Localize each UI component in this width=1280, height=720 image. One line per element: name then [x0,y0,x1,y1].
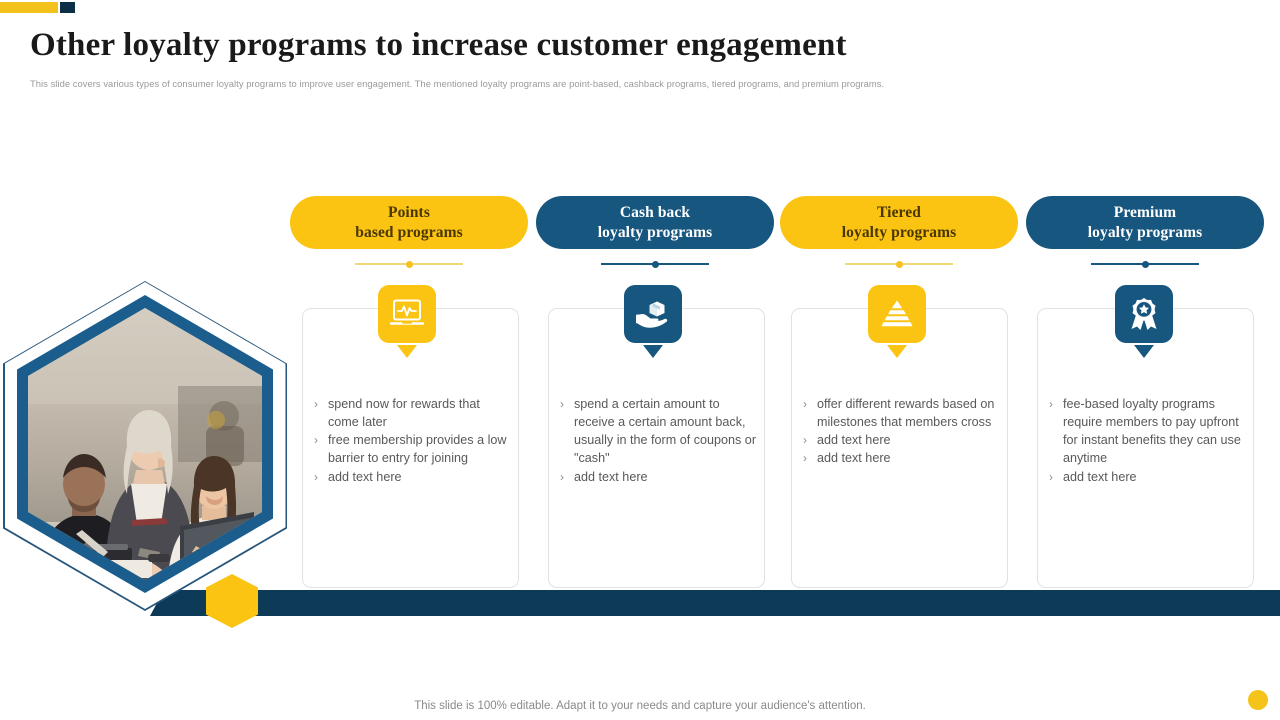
column-cash-back: Cash back loyalty programs [536,196,774,269]
divider-dot [1141,260,1149,268]
list-item: › add text here [314,468,514,486]
corner-yellow-dot [1248,690,1268,710]
list-item-text: fee-based loyalty programs require membe… [1063,397,1241,466]
list-item-text: offer different rewards based on milesto… [817,397,995,430]
column-title-line1-3: Tiered [877,203,921,221]
column-title-line2-3: loyalty programs [841,223,957,241]
column-divider-4 [1026,259,1264,269]
list-item: › spend now for rewards that come later [314,395,514,431]
column-header-pill-2[interactable]: Cash back loyalty programs [536,196,774,249]
list-item-text: spend a certain amount to receive a cert… [574,397,757,466]
list-item-text: add text here [574,469,648,484]
list-item-text: add text here [328,469,402,484]
divider-dot [405,260,413,268]
column-premium: Premium loyalty programs [1026,196,1264,269]
list-item-text: add text here [1063,469,1137,484]
column-title-line2-2: loyalty programs [597,223,713,241]
column-header-pill-4[interactable]: Premium loyalty programs [1026,196,1264,249]
laptop-pulse-icon [378,285,436,343]
column-title-line2-4: loyalty programs [1087,223,1203,241]
chevron-right-icon: › [1049,397,1053,411]
chevron-right-icon: › [314,397,318,411]
chevron-right-icon: › [803,451,807,466]
list-item: › add text here [803,431,1003,449]
award-ribbon-icon [1115,285,1173,343]
column-points-based: Points based programs [290,196,528,269]
footer-note: This slide is 100% editable. Adapt it to… [414,700,866,712]
caret-down-icon-4 [1134,345,1154,358]
column-tiered: Tiered loyalty programs [780,196,1018,269]
column-header-pill-3[interactable]: Tiered loyalty programs [780,196,1018,249]
caret-down-icon-1 [397,345,417,358]
list-item-text: add text here [817,451,891,466]
divider-dot [651,260,659,268]
list-item-text: free membership provides a low barrier t… [328,433,507,466]
chevron-right-icon: › [560,469,564,484]
column-divider-2 [536,259,774,269]
list-item: › spend a certain amount to receive a cer… [560,395,760,468]
accent-navy-square [60,2,75,13]
caret-down-icon-2 [643,345,663,358]
page-title: Other loyalty programs to increase custo… [30,27,847,63]
tier-pyramid-icon [868,285,926,343]
column-title-line1-1: Points [388,203,430,221]
list-item-text: add text here [817,433,891,448]
chevron-right-icon: › [314,469,318,484]
hexagon-yellow-accent [206,574,258,628]
column-title-line1-4: Premium [1113,203,1177,221]
hand-holding-box-icon [624,285,682,343]
column-header-pill-1[interactable]: Points based programs [290,196,528,249]
chevron-right-icon: › [560,397,564,411]
chevron-right-icon: › [803,397,807,411]
divider-dot [895,260,903,268]
list-item: › free membership provides a low barrier … [314,431,514,467]
list-item: › offer different rewards based on milest… [803,395,1003,431]
list-item: › add text here [803,449,1003,467]
bullet-list-2: › spend a certain amount to receive a cer… [560,395,760,486]
bullet-list-1: › spend now for rewards that come later ›… [314,395,514,486]
accent-yellow-bar [0,2,58,13]
bullet-list-4: › fee-based loyalty programs require memb… [1049,395,1249,486]
list-item: › fee-based loyalty programs require memb… [1049,395,1249,468]
column-divider-3 [780,259,1018,269]
list-item: › add text here [560,468,760,486]
list-item: › add text here [1049,468,1249,486]
column-divider-1 [290,259,528,269]
chevron-right-icon: › [803,433,807,448]
navy-base-bar [178,590,1280,616]
chevron-right-icon: › [1049,469,1053,484]
hexagon-photo-group [0,277,300,628]
chevron-right-icon: › [314,433,318,448]
list-item-text: spend now for rewards that come later [328,397,480,430]
column-title-line2-1: based programs [355,223,463,241]
column-title-line1-2: Cash back [619,203,691,221]
caret-down-icon-3 [887,345,907,358]
page-subtitle: This slide covers various types of consu… [30,78,885,89]
bullet-list-3: › offer different rewards based on milest… [803,395,1003,468]
